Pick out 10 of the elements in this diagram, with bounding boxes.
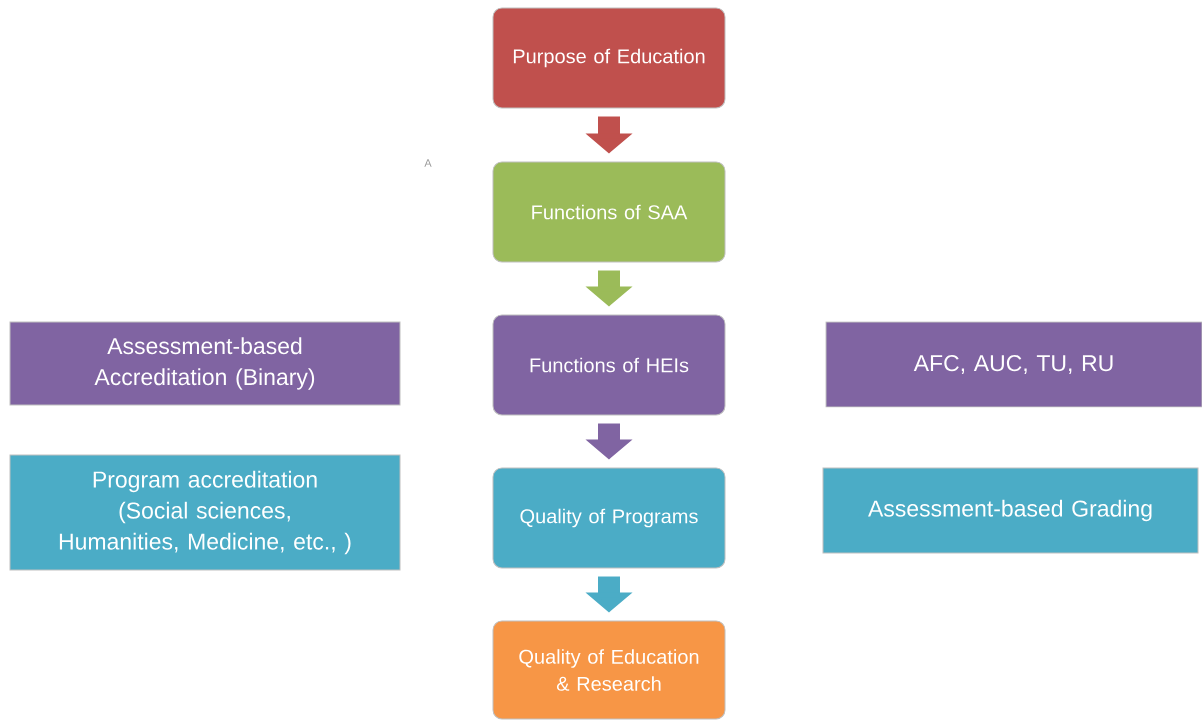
side-box: Assessment-based Accreditation (Binary) bbox=[9, 321, 401, 406]
side-box: Assessment-based Grading bbox=[822, 467, 1199, 554]
process-box: Quality of Education & Research bbox=[492, 620, 726, 720]
process-box: Functions of HEIs bbox=[492, 314, 726, 416]
side-box: AFC, AUC, TU, RU bbox=[825, 321, 1202, 408]
process-box: Purpose of Education bbox=[492, 7, 726, 109]
stray-letter: A bbox=[424, 159, 432, 167]
side-box: Program accreditation (Social sciences, Humanities, Medicine, etc., ) bbox=[9, 454, 401, 571]
process-box: Quality of Programs bbox=[492, 467, 726, 569]
process-box: Functions of SAA bbox=[492, 161, 726, 263]
